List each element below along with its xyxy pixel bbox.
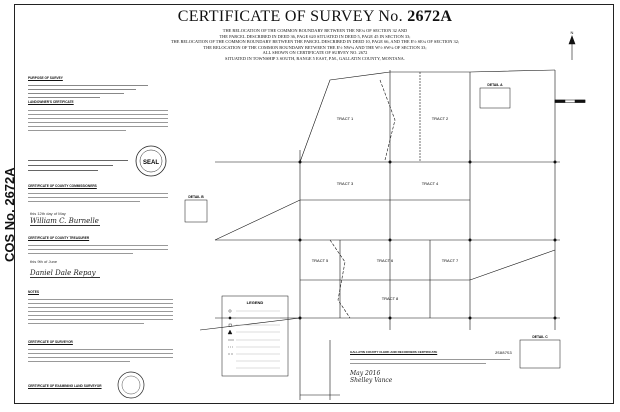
recorder-signature: Shelley Vance — [350, 377, 393, 384]
road-line — [199, 317, 301, 331]
seal-label: SEAL — [143, 160, 159, 166]
landowner-title: LANDOWNER'S CERTIFICATE — [28, 100, 74, 104]
creek-line — [329, 239, 351, 319]
purpose-text — [28, 82, 148, 98]
sheet-border — [14, 4, 614, 404]
detail-box — [519, 339, 561, 369]
tract-label: TRACT 8 — [382, 296, 399, 301]
title-prefix: CERTIFICATE OF SURVEY No. — [177, 8, 403, 25]
tract-label: TRACT 5 — [312, 258, 329, 263]
subtitle-line: THE RELOCATION OF THE COMMON BOUNDARY BE… — [170, 39, 460, 45]
road-line — [469, 249, 556, 281]
recorder-title: GALLATIN COUNTY CLERK AND RECORDERS CERT… — [350, 350, 438, 354]
boundary-line — [390, 69, 556, 73]
signature-1: William C. Burnelle — [30, 217, 99, 226]
treasurer-title: CERTIFICATE OF COUNTY TREASURER — [28, 236, 90, 240]
examining-title: CERTIFICATE OF EXAMINING LAND SURVEYOR — [28, 384, 102, 388]
county-title: CERTIFICATE OF COUNTY COMMISSIONERS — [28, 184, 97, 188]
subtitle-line: THE RELOCATION OF THE COMMON BOUNDARY BE… — [203, 44, 427, 50]
subtitle-line: THE RELOCATION OF THE COMMON BOUNDARY BE… — [222, 28, 408, 33]
notes-section: NOTES — [28, 290, 173, 324]
landowner-section: LANDOWNER'S CERTIFICATE — [28, 100, 168, 131]
notes-title: NOTES — [28, 290, 39, 294]
county-section: CERTIFICATE OF COUNTY COMMISSIONERS — [28, 184, 168, 202]
detail-label: DETAIL C — [532, 335, 548, 339]
scale-bar — [554, 99, 586, 103]
surveyor-section: CERTIFICATE OF SURVEYOR — [28, 340, 173, 362]
date-1: this 12th day of May — [30, 211, 66, 216]
tract-label: TRACT 1 — [337, 116, 354, 121]
tract-label: TRACT 6 — [377, 258, 394, 263]
subtitle-line: SITUATED IN TOWNSHIP 3 SOUTH, RANGE 5 EA… — [225, 55, 405, 61]
signature-block-1: this 12th day of May William C. Burnelle — [30, 211, 170, 227]
legend-title: LEGEND — [247, 300, 264, 305]
tract-label: TRACT 7 — [442, 258, 459, 263]
date-2: this 9th of June — [30, 259, 58, 264]
landowner-text — [28, 107, 168, 131]
surveyor-seal — [117, 371, 145, 399]
detail-box — [184, 199, 208, 223]
subtitle-line: THE PARCEL DESCRIBED IN DEED 36, PAGE 62… — [219, 33, 411, 39]
notary-seal: SEAL — [135, 145, 167, 177]
road-line — [214, 199, 301, 241]
treasurer-section: CERTIFICATE OF COUNTY TREASURER — [28, 236, 168, 254]
corner-marks — [298, 160, 557, 320]
tract-label: TRACT 3 — [337, 181, 354, 186]
purpose-section: PURPOSE OF SURVEY — [28, 76, 148, 98]
boundary-line — [299, 71, 391, 163]
north-label: N — [571, 30, 574, 35]
page-title: CERTIFICATE OF SURVEY No. 2672A — [150, 8, 480, 26]
subtitle-line: ALL SHOWN ON CERTIFICATE OF SURVEY NO. 2… — [262, 50, 368, 56]
signature-2: Daniel Dale Repay — [30, 269, 96, 278]
recorder-section: GALLATIN COUNTY CLERK AND RECORDERS CERT… — [350, 350, 510, 384]
signature-block-2: this 9th of June Daniel Dale Repay — [30, 259, 170, 279]
tract-label: TRACT 2 — [432, 116, 449, 121]
subtitle-block: THE RELOCATION OF THE COMMON BOUNDARY BE… — [140, 28, 490, 62]
tract-label: TRACT 4 — [422, 181, 439, 186]
notary-lines — [28, 156, 128, 171]
surveyor-title: CERTIFICATE OF SURVEYOR — [28, 340, 73, 344]
purpose-title: PURPOSE OF SURVEY — [28, 76, 63, 80]
creek-line — [379, 79, 396, 161]
examining-section: CERTIFICATE OF EXAMINING LAND SURVEYOR — [28, 384, 108, 388]
legend-box — [221, 295, 289, 377]
detail-label: DETAIL B — [188, 195, 204, 199]
north-arrow-icon — [568, 35, 576, 60]
recorder-date: May 2016 — [350, 370, 381, 377]
detail-label: DETAIL A — [487, 83, 503, 87]
detail-box — [479, 87, 511, 109]
title-number: 2672A — [407, 8, 453, 25]
recorder-doc-id: 2588753 — [495, 352, 512, 356]
